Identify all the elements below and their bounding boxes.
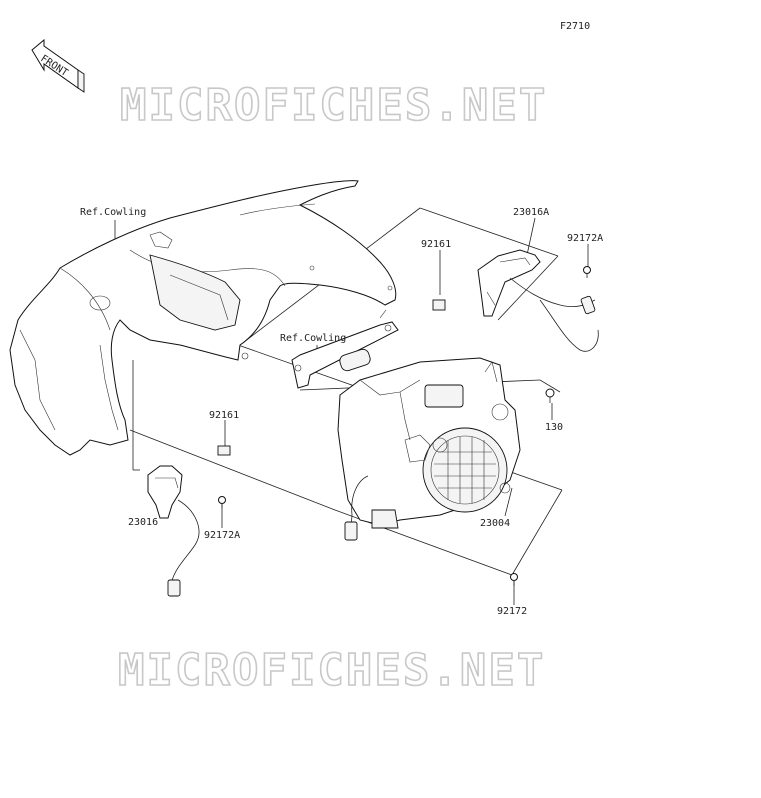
cowling-bracket-part — [291, 309, 399, 389]
callout-ref-cowling-1: Ref.Cowling — [80, 207, 146, 218]
callout-92172: 92172 — [497, 606, 527, 617]
callout-92161-left: 92161 — [209, 410, 239, 421]
watermark-top: MICROFICHES.NET — [120, 80, 547, 131]
pad-left-part — [217, 445, 231, 456]
bolt-130-icon — [545, 388, 555, 403]
callout-23004: 23004 — [480, 518, 510, 529]
turn-signal-right-part — [477, 249, 599, 352]
cowling-part — [9, 180, 397, 456]
callout-92161-top: 92161 — [421, 239, 451, 250]
pad-top-part — [432, 299, 446, 311]
callout-23016: 23016 — [128, 517, 158, 528]
callout-92172A-left: 92172A — [204, 530, 240, 541]
bolt-92172-icon — [510, 573, 518, 586]
figure-code: F2710 — [560, 21, 590, 32]
callout-23016A: 23016A — [513, 207, 549, 218]
callout-130: 130 — [545, 422, 563, 433]
bolt-92172A-left-icon — [218, 496, 226, 508]
front-arrow-icon: FRONT — [31, 38, 85, 93]
callout-92172A-top: 92172A — [567, 233, 603, 244]
watermark-bottom: MICROFICHES.NET — [118, 645, 545, 696]
callout-ref-cowling-2: Ref.Cowling — [280, 333, 346, 344]
headlight-lens-grid — [434, 437, 496, 503]
headlight-assembly-part — [337, 357, 521, 541]
bolt-92172A-top-icon — [583, 266, 591, 278]
turn-signal-left-part — [147, 465, 200, 597]
